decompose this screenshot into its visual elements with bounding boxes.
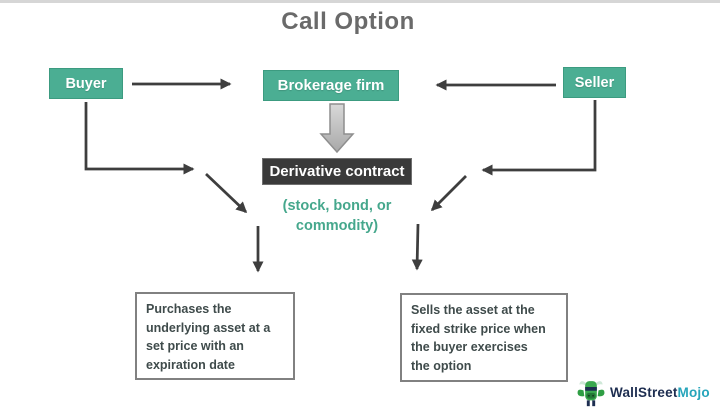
block-arrow-brokerage-to-derivative bbox=[319, 103, 355, 154]
logo-text: WallStreetMojo bbox=[610, 385, 710, 400]
arrow-buyer-elbow bbox=[84, 102, 195, 175]
node-derivative-contract: Derivative contract bbox=[262, 158, 412, 185]
logo-text-primary: WallStreet bbox=[610, 384, 678, 400]
arrow-seller-vertical bbox=[411, 223, 423, 271]
buyer-action-note: Purchases the underlying asset at a set … bbox=[135, 292, 295, 380]
seller-action-note: Sells the asset at the fixed strike pric… bbox=[400, 293, 568, 382]
arrow-seller-diagonal bbox=[430, 175, 467, 212]
page-title: Call Option bbox=[281, 8, 415, 35]
top-border bbox=[0, 0, 720, 3]
bull-icon bbox=[577, 381, 605, 407]
arrow-buyer-diagonal bbox=[205, 173, 248, 214]
node-seller: Seller bbox=[563, 67, 626, 98]
logo-text-secondary: Mojo bbox=[677, 384, 710, 400]
instrument-note: (stock, bond, or commodity) bbox=[282, 198, 392, 234]
wallstreetmojo-logo: WallStreetMojo bbox=[576, 376, 710, 408]
node-buyer: Buyer bbox=[49, 68, 123, 99]
node-brokerage-firm: Brokerage firm bbox=[263, 70, 399, 101]
arrow-seller-elbow bbox=[481, 100, 597, 176]
